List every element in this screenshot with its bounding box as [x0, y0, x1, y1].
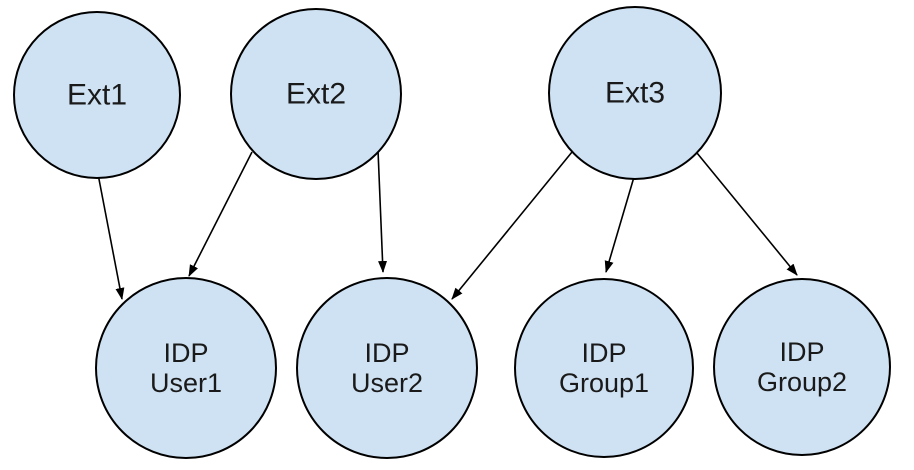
node-circle-idp-user1 [95, 277, 277, 459]
edges-layer [97, 149, 798, 300]
edge-ext1-to-idp-user1 [97, 173, 125, 300]
node-circle-idp-group1 [514, 278, 694, 458]
node-label-line: User1 [150, 368, 222, 398]
node-label-ext1: Ext1 [67, 79, 127, 112]
node-circle-idp-group2 [713, 278, 891, 456]
node-label-line: Group2 [757, 367, 847, 397]
edge-ext2-to-idp-user2 [377, 149, 388, 273]
node-circle-ext2 [230, 8, 402, 180]
node-ext3: Ext3 [548, 6, 722, 180]
edge-ext3-to-idp-group2 [696, 152, 798, 276]
node-label-line: Ext1 [67, 79, 127, 112]
node-label-line: IDP [163, 338, 208, 368]
edge-ext3-to-idp-group1 [604, 176, 635, 273]
node-circle-idp-user2 [296, 277, 478, 459]
node-label-line: IDP [581, 338, 626, 368]
node-label-line: Ext3 [605, 77, 665, 110]
edge-ext2-to-idp-user1 [188, 151, 253, 277]
node-label-line: User2 [351, 368, 423, 398]
node-label-line: IDP [779, 337, 824, 367]
node-label-ext2: Ext2 [286, 78, 346, 111]
edge-ext3-to-idp-user2 [451, 151, 573, 300]
node-circle-ext3 [548, 6, 722, 180]
node-ext2: Ext2 [230, 8, 402, 180]
node-label-line: IDP [364, 338, 409, 368]
node-label-line: Group1 [559, 368, 649, 398]
node-ext1: Ext1 [13, 11, 181, 179]
node-label-ext3: Ext3 [605, 77, 665, 110]
node-label-line: Ext2 [286, 78, 346, 111]
node-circle-ext1 [13, 11, 181, 179]
